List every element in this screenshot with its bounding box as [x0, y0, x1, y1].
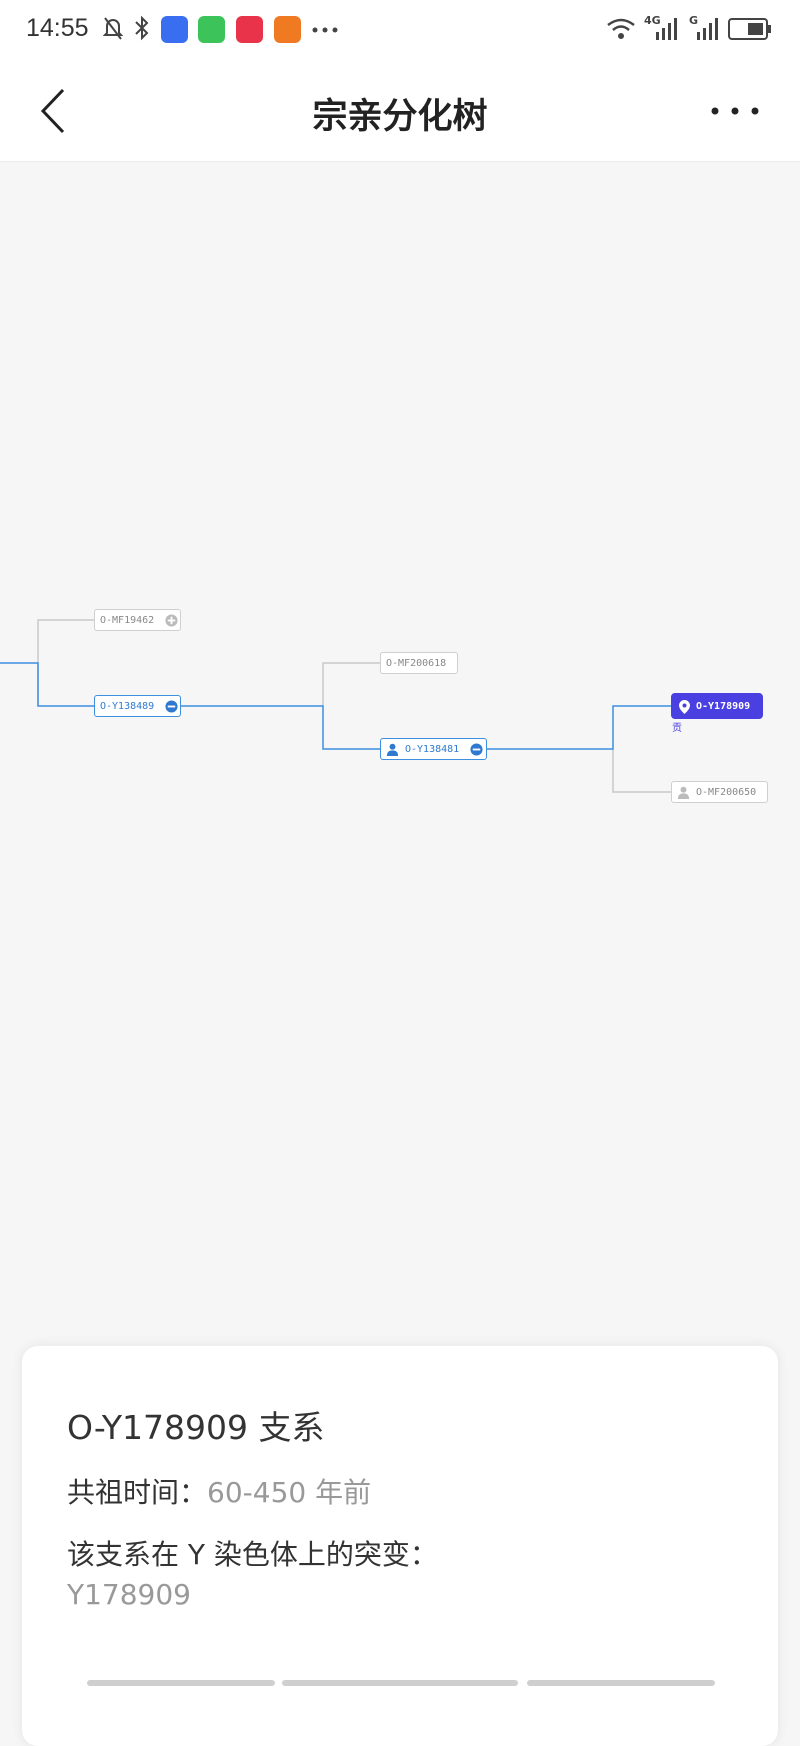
more-options-button[interactable] — [705, 96, 765, 126]
card-tab-3[interactable] — [527, 1680, 715, 1686]
connector-active-1 — [0, 662, 94, 707]
tree-node-y138481[interactable]: O-Y138481 — [380, 738, 487, 760]
navigation-bar: 宗亲分化树 — [0, 60, 800, 162]
connector-active-3 — [486, 705, 671, 750]
status-time: 14:55 — [26, 14, 89, 42]
bluetooth-icon — [135, 15, 149, 41]
connector-to-mf19462 — [37, 619, 94, 706]
browser-app-icon — [161, 16, 188, 43]
status-bar: 14:55 4G G — [0, 0, 800, 60]
tree-node-y178909-selected[interactable]: O-Y178909 — [671, 693, 763, 719]
minus-circle-icon[interactable] — [165, 700, 178, 713]
selected-node-sublabel: 贡 — [672, 723, 682, 734]
signal-bars-2-icon — [697, 18, 718, 40]
uc-browser-app-icon — [274, 16, 301, 43]
common-ancestor-label: 共祖时间： — [67, 1476, 208, 1509]
page-title: 宗亲分化树 — [312, 97, 488, 137]
camera-app-icon — [236, 16, 263, 43]
mutation-label: 该支系在 Y 染色体上的突变： — [67, 1538, 438, 1571]
wifi-icon — [607, 18, 635, 39]
tree-connectors — [0, 619, 671, 793]
card-tab-2[interactable] — [282, 1680, 518, 1686]
connector-to-mf200618 — [322, 662, 380, 706]
connector-active-2 — [180, 705, 380, 750]
chat-app-icon — [198, 16, 225, 43]
minus-circle-icon[interactable] — [470, 743, 483, 756]
bell-off-icon — [103, 17, 123, 40]
card-title: O-Y178909 支系 — [67, 1408, 325, 1447]
branch-info-card: O-Y178909 支系 共祖时间：60-450 年前 该支系在 Y 染色体上的… — [22, 1346, 778, 1746]
common-ancestor-row: 共祖时间：60-450 年前 — [67, 1471, 371, 1511]
more-dots-icon — [312, 27, 338, 33]
4g-signal-icon: 4G — [644, 14, 661, 27]
battery-icon — [728, 18, 771, 40]
plus-circle-icon[interactable] — [165, 614, 178, 627]
common-ancestor-value: 60-450 年前 — [207, 1476, 372, 1509]
card-tab-1[interactable] — [87, 1680, 275, 1686]
person-icon — [677, 786, 690, 799]
location-pin-icon — [679, 700, 690, 714]
tree-node-mf200618[interactable]: O-MF200618 — [380, 652, 458, 674]
signal-bars-1-icon — [656, 18, 677, 40]
connector-to-mf200650 — [612, 749, 671, 793]
tree-node-mf200650[interactable]: O-MF200650 — [671, 781, 768, 803]
tree-node-mf19462[interactable]: O-MF19462 — [94, 609, 181, 631]
back-button[interactable] — [30, 86, 80, 136]
g-signal-icon: G — [689, 14, 699, 27]
mutation-value: Y178909 — [67, 1578, 191, 1611]
person-icon — [386, 743, 399, 756]
tree-node-y138489[interactable]: O-Y138489 — [94, 695, 181, 717]
